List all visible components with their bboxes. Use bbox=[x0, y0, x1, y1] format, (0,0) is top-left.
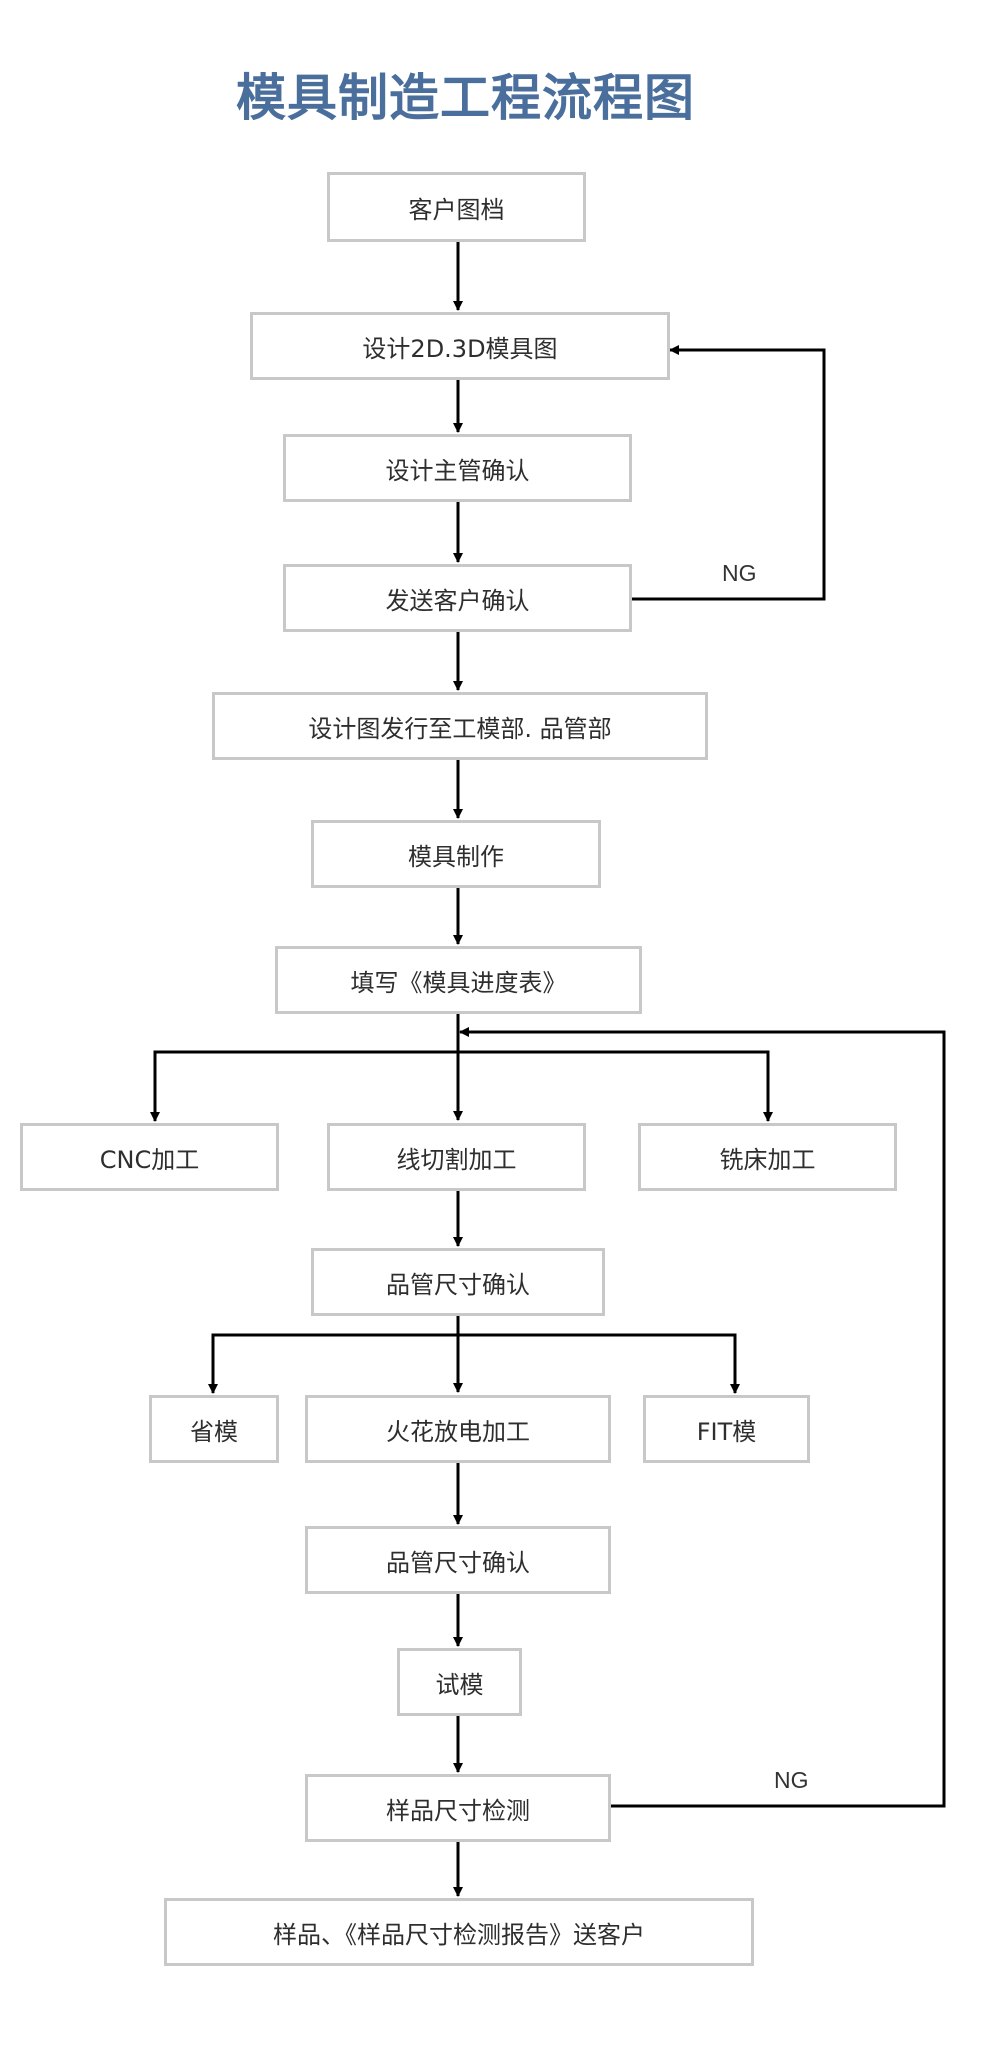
node-edm: 火花放电加工 bbox=[305, 1395, 611, 1463]
node-sample-inspection: 样品尺寸检测 bbox=[305, 1774, 611, 1842]
branch-bar-8 bbox=[153, 1050, 770, 1121]
node-polishing: 省模 bbox=[149, 1395, 279, 1463]
branch-bar-10 bbox=[211, 1333, 737, 1393]
node-cnc-machining: CNC加工 bbox=[20, 1123, 279, 1191]
node-fit-mold: FIT模 bbox=[643, 1395, 810, 1463]
node-fill-progress-sheet: 填写《模具进度表》 bbox=[275, 946, 642, 1014]
node-customer-drawings: 客户图档 bbox=[327, 172, 586, 242]
page-title: 模具制造工程流程图 bbox=[236, 69, 695, 127]
ng-label-sample: NG bbox=[774, 1767, 809, 1793]
node-wire-cutting: 线切割加工 bbox=[327, 1123, 586, 1191]
node-design-2d-3d: 设计2D.3D模具图 bbox=[250, 312, 670, 380]
node-send-customer-confirm: 发送客户确认 bbox=[283, 564, 632, 632]
ng-label-design: NG bbox=[722, 560, 757, 586]
node-qc-dimension-confirm-2: 品管尺寸确认 bbox=[305, 1526, 611, 1594]
ng-loop-2 bbox=[459, 1027, 946, 1808]
node-design-supervisor-confirm: 设计主管确认 bbox=[283, 434, 632, 502]
node-qc-dimension-confirm-1: 品管尺寸确认 bbox=[311, 1248, 605, 1316]
node-mold-making: 模具制作 bbox=[311, 820, 601, 888]
node-trial-mold: 试模 bbox=[397, 1648, 522, 1716]
ng-loop-1 bbox=[632, 345, 826, 601]
node-milling: 铣床加工 bbox=[638, 1123, 897, 1191]
node-send-samples-report: 样品、《样品尺寸检测报告》送客户 bbox=[164, 1898, 754, 1966]
node-issue-drawings: 设计图发行至工模部. 品管部 bbox=[212, 692, 708, 760]
